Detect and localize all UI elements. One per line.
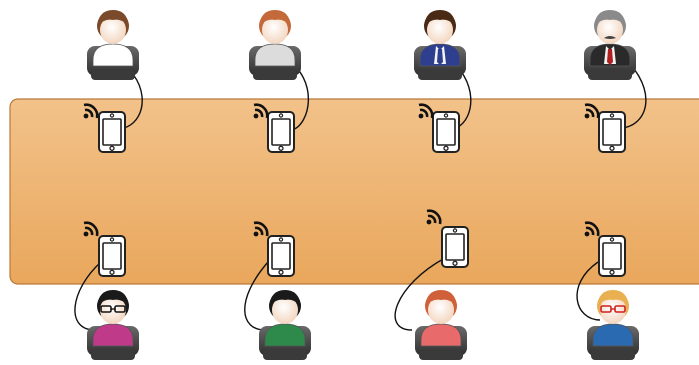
cable-bottom-4 <box>576 261 601 321</box>
person-bottom-3 <box>415 290 467 360</box>
cable-bottom-1 <box>74 261 102 331</box>
cable-bottom-2 <box>244 261 269 331</box>
smartphone-icon <box>267 235 295 277</box>
person-top-3 <box>414 10 466 80</box>
person-top-2 <box>249 10 301 80</box>
person-top-1 <box>87 10 139 80</box>
smartphone-icon <box>98 235 126 277</box>
smartphone-icon <box>598 111 626 153</box>
person-top-4 <box>584 10 636 80</box>
person-bottom-4 <box>587 290 639 360</box>
connection-lines <box>74 49 647 331</box>
cable-bottom-3 <box>394 257 446 331</box>
people-top-row <box>87 10 636 80</box>
smartphone-icon <box>267 111 295 153</box>
smartphone-icon <box>441 226 469 268</box>
smartphone-icon <box>98 111 126 153</box>
smartphone-icon <box>432 111 460 153</box>
person-bottom-1 <box>87 290 139 360</box>
people-bottom-row <box>87 290 639 360</box>
meeting-table <box>9 98 699 285</box>
smartphone-icon <box>598 235 626 277</box>
person-bottom-2 <box>259 290 311 360</box>
